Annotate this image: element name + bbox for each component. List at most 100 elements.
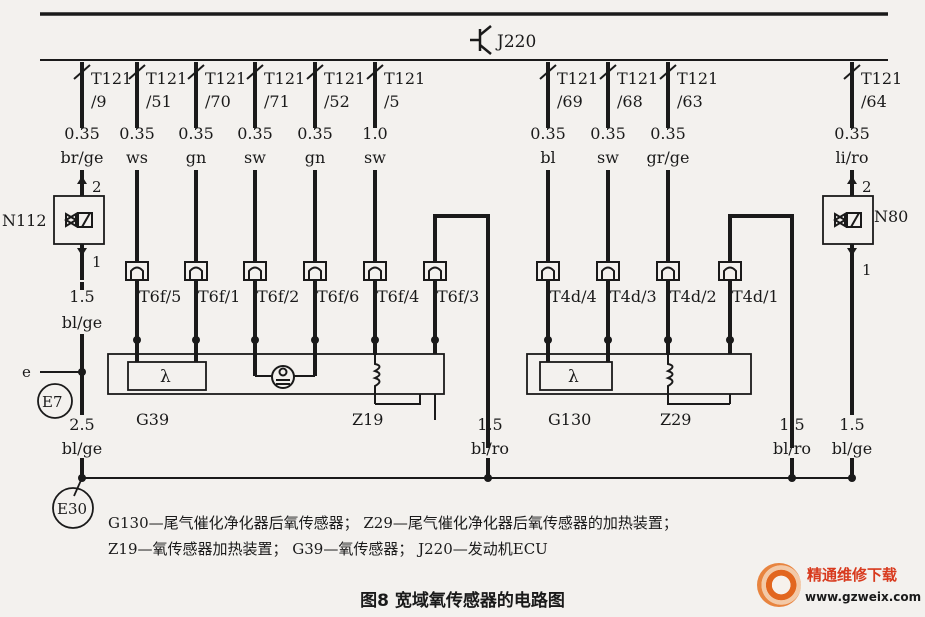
pin-number-label: /5 xyxy=(384,92,400,111)
wire-size-label: 0.35 xyxy=(119,124,155,143)
watermark: 精通维修下载 www.gzweix.com xyxy=(755,560,922,612)
lower-wire-size: 1.5 xyxy=(779,415,804,434)
wire-color-label: br/ge xyxy=(61,148,104,167)
relay-pin-label: 2 xyxy=(862,178,872,196)
lower-wire-color: bl/ge xyxy=(62,439,102,458)
wire-color-label: ws xyxy=(126,148,148,167)
wire-color-label: bl xyxy=(540,148,555,167)
g39-label: G39 xyxy=(136,410,169,429)
wire-size-label: 0.35 xyxy=(178,124,214,143)
pin-number-label: /63 xyxy=(677,92,703,111)
connector-icon xyxy=(536,261,560,281)
e7-ground-symbol xyxy=(37,383,73,419)
junction-dot xyxy=(848,474,856,482)
relay-pin-label: 2 xyxy=(92,178,102,196)
watermark-logo-icon xyxy=(757,563,801,607)
connector-label-t4d: T4d/3 xyxy=(610,287,657,306)
g130-label: G130 xyxy=(548,410,591,429)
connector-icon xyxy=(125,261,149,281)
lower-wire-size: 1.5 xyxy=(69,287,94,306)
pin-number-label: /52 xyxy=(324,92,350,111)
relay-pin-label: 1 xyxy=(862,261,872,279)
module-wire xyxy=(375,394,421,405)
z29-heater-icon xyxy=(665,355,674,394)
g39-sensor-box xyxy=(127,361,207,391)
legend-line-1: G130—尾气催化净化器后氧传感器； Z29—尾气催化净化器后氧传感器的加热装置… xyxy=(108,514,678,532)
lower-wire-color: bl/ge xyxy=(62,313,102,332)
connector-label-t4d: T4d/1 xyxy=(732,287,779,306)
wire-color-label: sw xyxy=(364,148,386,167)
pin-connector-label: T121 xyxy=(324,69,365,88)
g130-sensor-box xyxy=(539,361,613,391)
wire-size-label: 0.35 xyxy=(590,124,626,143)
z29-label: Z29 xyxy=(660,410,691,429)
connector-icon xyxy=(596,261,620,281)
connector-icon xyxy=(363,261,387,281)
connector-icon xyxy=(184,261,208,281)
pin-number-label: /69 xyxy=(557,92,583,111)
connector-label-t6f: T6f/1 xyxy=(198,287,240,306)
junction-dot xyxy=(78,368,86,376)
n80-valve-icon xyxy=(833,212,862,228)
wire-size-label: 0.35 xyxy=(297,124,333,143)
wire-color-label: sw xyxy=(597,148,619,167)
wire-loop-t4d1 xyxy=(728,214,794,448)
arrow-up-icon xyxy=(847,176,857,184)
pin-number-label: /64 xyxy=(861,92,887,111)
lower-wire-size: 2.5 xyxy=(69,415,94,434)
e30-ground-symbol xyxy=(52,487,94,529)
wire-color-label: li/ro xyxy=(836,148,869,167)
ecu-label: J220 xyxy=(495,32,536,52)
wire-color-label: gn xyxy=(186,148,207,167)
junction-dot xyxy=(78,474,86,482)
pin-number-label: /51 xyxy=(146,92,172,111)
relay-pin-label: 1 xyxy=(92,253,102,271)
pin-connector-label: T121 xyxy=(557,69,598,88)
wire-size-label: 0.35 xyxy=(530,124,566,143)
e7-label: E7 xyxy=(42,393,63,411)
pin-connector-label: T121 xyxy=(861,69,902,88)
connector-icon xyxy=(243,261,267,281)
e-label: e xyxy=(22,363,31,381)
pin-number-label: /70 xyxy=(205,92,231,111)
module-wire xyxy=(667,394,730,405)
arrow-down-icon xyxy=(77,248,87,256)
wire-size-label: 0.35 xyxy=(237,124,273,143)
pin-number-label: /71 xyxy=(264,92,290,111)
z19-heater-icon xyxy=(372,355,381,394)
pin-connector-label: T121 xyxy=(205,69,246,88)
pin-connector-label: T121 xyxy=(677,69,718,88)
n80-valve-box xyxy=(822,195,874,245)
connector-label-t6f: T6f/3 xyxy=(437,287,479,306)
lower-wire-color: bl/ro xyxy=(471,439,509,458)
arrow-up-icon xyxy=(77,176,87,184)
n112-label: N112 xyxy=(2,211,47,230)
pin-number-label: /9 xyxy=(91,92,107,111)
connector-label-t4d: T4d/2 xyxy=(670,287,717,306)
lower-wire-size: 1.5 xyxy=(839,415,864,434)
connector-label-t6f: T6f/2 xyxy=(257,287,299,306)
legend-line-2: Z19—氧传感器加热装置； G39—氧传感器； J220—发动机ECU xyxy=(108,540,548,558)
lower-wire-size: 1.5 xyxy=(477,415,502,434)
pin-connector-label: T121 xyxy=(91,69,132,88)
wire-labels: T121/90.35br/geT121/510.35wsT121/700.35g… xyxy=(61,69,903,458)
n112-valve-box xyxy=(53,195,105,245)
wire-size-label: 0.35 xyxy=(834,124,870,143)
connector-label-t6f: T6f/6 xyxy=(317,287,359,306)
pin-connector-label: T121 xyxy=(617,69,658,88)
lower-wire-color: bl/ge xyxy=(832,439,872,458)
e30-label: E30 xyxy=(57,500,87,518)
connector-icon xyxy=(423,261,447,281)
connector-label-t4d: T4d/4 xyxy=(550,287,597,306)
watermark-name: 精通维修下载 xyxy=(807,566,898,584)
g39-lambda: λ xyxy=(160,367,171,387)
pin-number-label: /68 xyxy=(617,92,643,111)
watermark-url: www.gzweix.com xyxy=(805,590,922,604)
junction-dot xyxy=(788,474,796,482)
connector-label-t6f: T6f/4 xyxy=(377,287,419,306)
pin-connector-label: T121 xyxy=(146,69,187,88)
wire-color-label: gr/ge xyxy=(647,148,690,167)
wire-loop-t6f3 xyxy=(433,214,490,448)
n112-valve-icon xyxy=(64,212,93,228)
